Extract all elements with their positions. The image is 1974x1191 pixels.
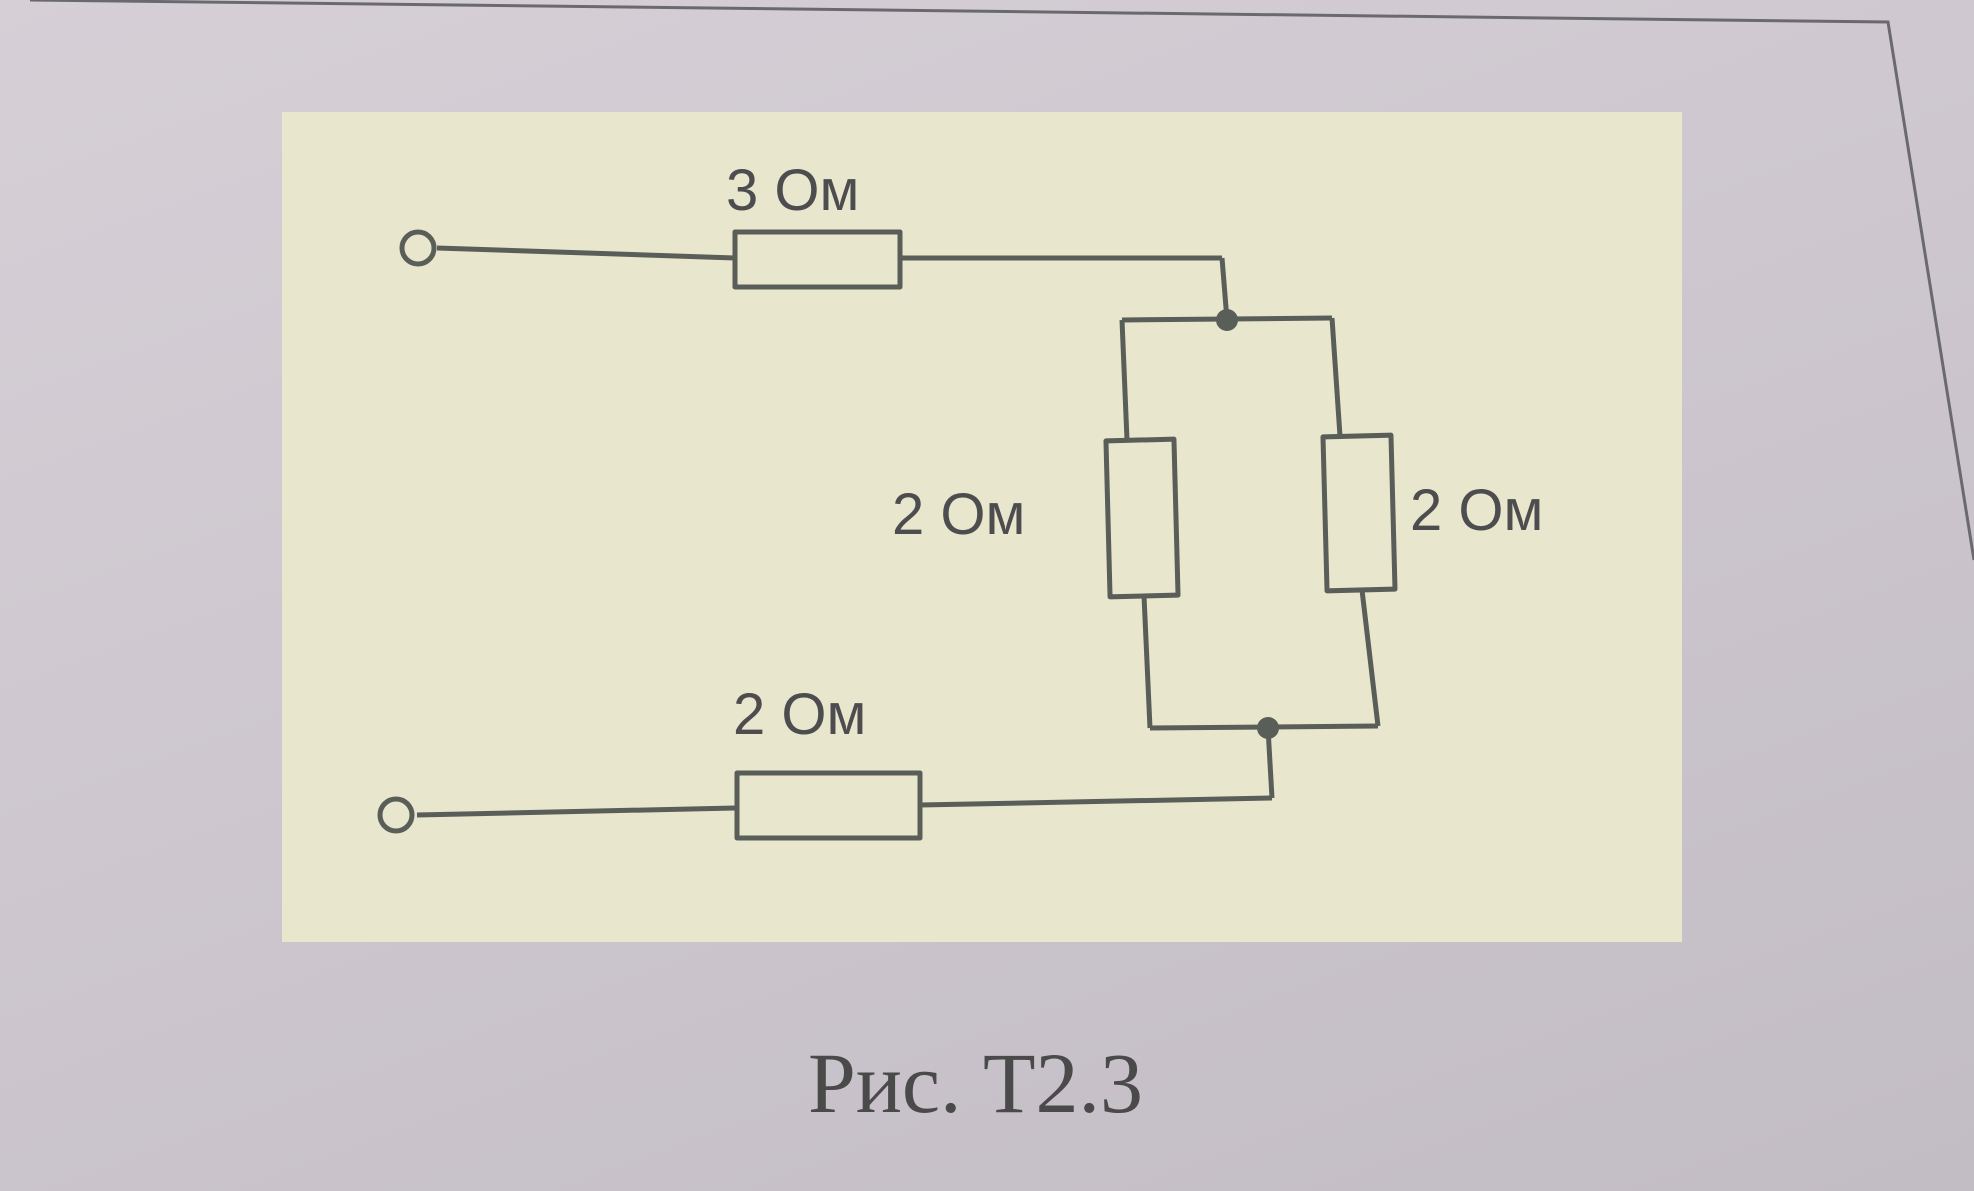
wire-lower-down bbox=[1265, 727, 1275, 799]
resistor-r4-label: 2 Ом bbox=[733, 682, 867, 747]
junction-top bbox=[1216, 309, 1238, 331]
wire-bottom-left bbox=[416, 805, 736, 818]
wire-right-leg-top bbox=[1329, 317, 1343, 437]
resistor-r3-label: 2 Ом bbox=[1410, 478, 1544, 543]
resistor-r3 bbox=[1320, 432, 1398, 594]
resistor-r4 bbox=[734, 770, 923, 841]
terminal-top bbox=[399, 229, 437, 267]
resistor-r2-label: 2 Ом bbox=[892, 482, 1026, 547]
wire-right-leg-bottom bbox=[1359, 589, 1381, 727]
junction-bottom bbox=[1257, 717, 1279, 739]
wire-top-left bbox=[436, 245, 736, 261]
figure-caption: Рис. Т2.3 bbox=[808, 1035, 1144, 1131]
terminal-bottom bbox=[377, 796, 415, 834]
wire-bottom-right bbox=[919, 795, 1273, 808]
resistor-r1 bbox=[732, 229, 903, 290]
resistor-r1-label: 3 Ом bbox=[726, 158, 860, 223]
wire-left-leg-top bbox=[1119, 319, 1130, 441]
wire-left-leg-bottom bbox=[1141, 595, 1153, 729]
resistor-r2 bbox=[1103, 436, 1181, 600]
